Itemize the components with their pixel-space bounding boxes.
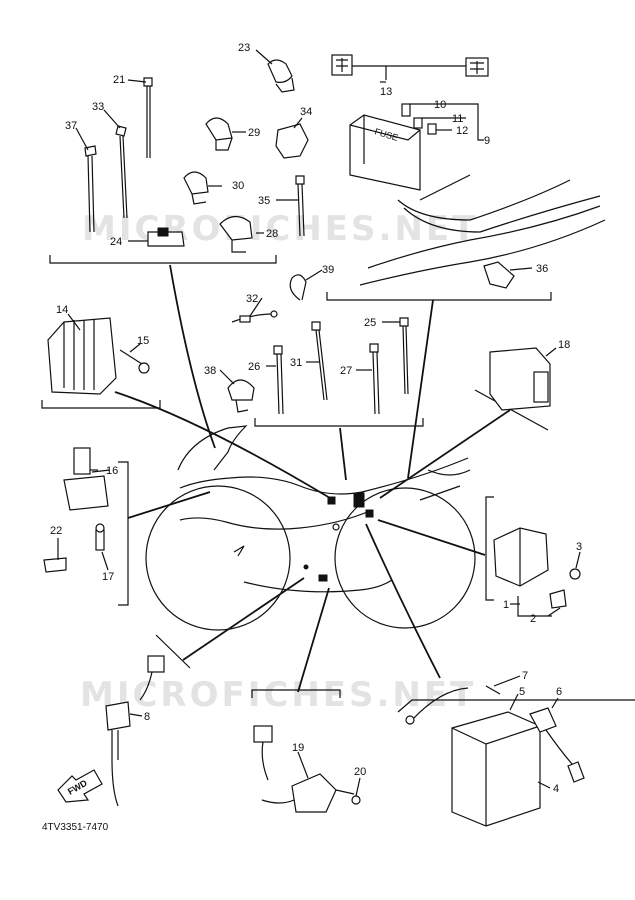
callout-numbers: 21 33 37 23 29 30 24 28 34 35 13 10 11 1… — [50, 42, 582, 795]
regulator-mainswitch-group — [43, 317, 150, 573]
callout-29: 29 — [248, 127, 260, 139]
callout-27: 27 — [340, 365, 352, 377]
callout-1: 1 — [503, 599, 509, 611]
callout-30: 30 — [232, 180, 244, 192]
watermark-top: MICROFICHES.NET — [82, 209, 478, 249]
watermark: MICROFICHES.NET MICROFICHES.NET — [80, 209, 478, 715]
callout-35: 35 — [258, 195, 270, 207]
callout-18: 18 — [558, 339, 570, 351]
callout-10: 10 — [434, 99, 446, 111]
callout-14: 14 — [56, 304, 68, 316]
callout-25: 25 — [364, 317, 376, 329]
callout-21: 21 — [113, 74, 125, 86]
callout-6: 6 — [556, 686, 562, 698]
middle-small-parts — [227, 274, 409, 415]
diagram-code: 4TV3351-7470 — [42, 822, 109, 833]
callout-24: 24 — [110, 236, 122, 248]
callout-36: 36 — [536, 263, 548, 275]
callout-12: 12 — [456, 125, 468, 137]
leader-lines — [114, 264, 511, 693]
callout-39: 39 — [322, 264, 334, 276]
callout-3: 3 — [576, 541, 582, 553]
callout-7: 7 — [522, 670, 528, 682]
callout-22: 22 — [50, 525, 62, 537]
neutral-switch-group — [105, 655, 165, 807]
group-brackets — [41, 255, 635, 713]
callout-17: 17 — [102, 571, 114, 583]
fuse-harness-group: FUSE — [331, 54, 606, 289]
callout-8: 8 — [144, 711, 150, 723]
callout-20: 20 — [354, 766, 366, 778]
callout-2: 2 — [530, 613, 536, 625]
callout-4: 4 — [553, 783, 559, 795]
callout-9: 9 — [484, 135, 490, 147]
callout-19: 19 — [292, 742, 304, 754]
callout-32: 32 — [246, 293, 258, 305]
callout-38: 38 — [204, 365, 216, 377]
callout-leaders — [57, 49, 581, 797]
callout-13: 13 — [380, 86, 392, 98]
callout-28: 28 — [266, 228, 278, 240]
callout-26: 26 — [248, 361, 260, 373]
relay-group — [489, 347, 581, 617]
watermark-bottom: MICROFICHES.NET — [80, 675, 476, 715]
callout-11: 11 — [452, 113, 463, 125]
callout-34: 34 — [300, 106, 312, 118]
callout-31: 31 — [290, 357, 302, 369]
motorcycle-outline — [145, 425, 476, 631]
fwd-arrow-icon: FWD — [57, 769, 103, 803]
callout-16: 16 — [106, 465, 118, 477]
battery-group — [405, 685, 585, 827]
callout-23: 23 — [238, 42, 250, 54]
callout-5: 5 — [519, 686, 525, 698]
callout-37: 37 — [65, 120, 77, 132]
callout-33: 33 — [92, 101, 104, 113]
callout-15: 15 — [137, 335, 149, 347]
sensor-group — [253, 725, 361, 813]
